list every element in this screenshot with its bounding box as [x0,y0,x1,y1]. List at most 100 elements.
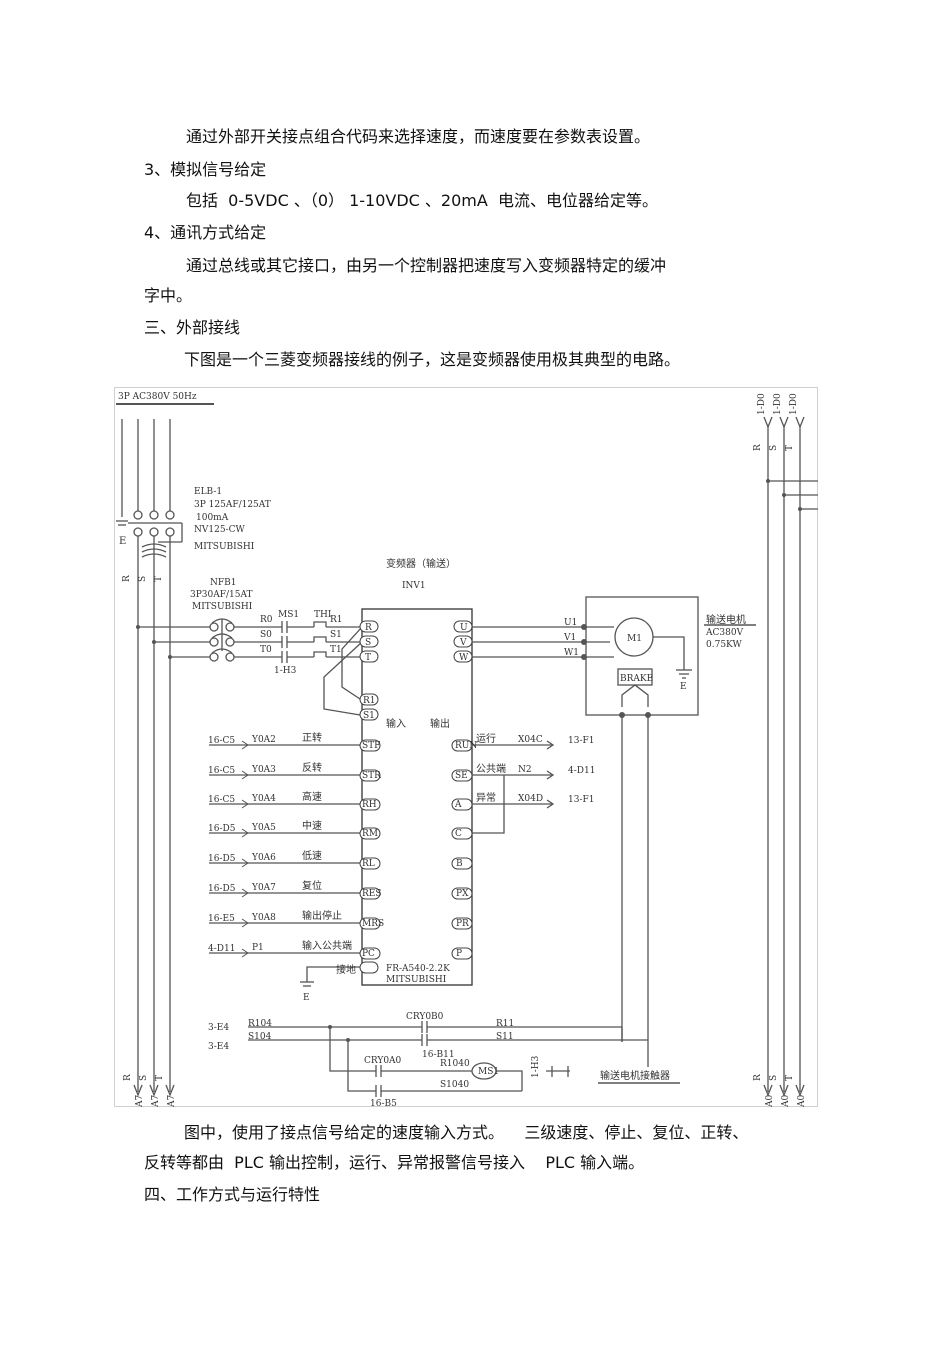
terminal-v: V [453,635,473,648]
terminal-u: U [453,620,473,633]
terminal-label: STF [362,741,380,751]
terminal [451,769,473,782]
inv-input-label-s1: S1 [330,630,342,640]
cry0a0-ref: 16-B5 [370,1099,397,1107]
ground-label-left: E [119,536,126,547]
phase-label-r: R [122,575,132,582]
input-address: Y0A7 [251,883,276,893]
bus-bottom-phase-s: S [769,1075,779,1081]
terminal [359,827,381,840]
elb-line-4: MITSUBISHI [194,542,255,552]
paragraph-figure-explanation: 图中，使用了接点信号给定的速度输入方式。 三级速度、停止、复位、正转、 [184,1123,749,1142]
cry0a0-label: CRY0A0 [364,1056,402,1066]
nfb-line-0: NFB1 [210,578,236,588]
arrow-icon [241,770,249,780]
motor-voltage: AC380V [705,628,744,638]
wiring-diagram: 3P AC380V 50Hz ELB-1 3P 125AF/125AT 100m… [114,387,818,1107]
control-line-r104: R104 [248,1019,272,1029]
output-function: 公共端 [476,762,506,775]
terminal-label: RM [362,829,378,839]
cry0b0-ref: 16-B11 [422,1050,455,1060]
terminal-t: T [359,650,379,663]
bus-bottom-right-1: A0 [765,1095,775,1107]
terminal-label: RL [362,859,375,869]
svg-text:PX: PX [456,889,469,899]
left-bottom-phase-t: T [155,1075,165,1081]
svg-text:S: S [365,638,371,648]
terminal [451,798,473,811]
motor-line-w1: W1 [564,648,579,658]
terminal-label: C [455,829,462,839]
wiring [116,403,818,1097]
output-ref: 13-F1 [568,736,594,746]
terminal-s: S [359,635,379,648]
nfb-line-2: MITSUBISHI [192,602,253,612]
inv-input-label-t1: T1 [330,645,342,655]
motor-power: 0.75KW [706,640,742,650]
figure-frame [114,387,818,1107]
input-address: Y0A8 [251,913,276,923]
coil-line-r1040: R1040 [440,1059,470,1069]
svg-text:P: P [456,949,462,959]
input-address: Y0A6 [251,853,276,863]
terminal [359,739,381,752]
line-label-r0: R0 [260,615,273,625]
output-function: 异常 [476,791,496,804]
terminal-s1: S1 [359,708,379,721]
input-address: Y0A4 [251,794,276,804]
inv-input-label-r1: R1 [330,615,343,625]
input-function: 输入公共端 [302,939,352,952]
bus-bottom-left-2: A7 [151,1095,161,1107]
input-ref: 16-C5 [208,736,235,746]
terminal-label: RES [362,889,382,899]
svg-text:T: T [365,653,371,663]
terminal [451,739,473,752]
inverter-maker: MITSUBISHI [386,975,447,985]
svg-text:V: V [459,638,467,648]
terminal-label: RUN [455,741,477,751]
terminal [359,857,381,870]
contact-ref: 1-H3 [531,1055,541,1078]
paragraph-figure-explanation-cont: 反转等都由 PLC 输出控制，运行、异常报警信号接入 PLC 输入端。 [144,1153,645,1172]
supply-label: 3P AC380V 50Hz [118,392,197,402]
bus-top-2: 1-D0 [773,393,783,415]
thermal-relay-label: THI [314,610,332,620]
terminal-label: PC [362,949,375,959]
ms1-ref: 1-H3 [274,666,297,676]
inverter-output-label: 输出 [430,717,450,730]
terminal-p: P [451,947,473,960]
bus-bottom-left-3: A7 [167,1095,177,1107]
motor-line-u1: U1 [564,618,577,628]
elb-line-2: 100mA [196,513,229,523]
input-ref: 16-C5 [208,795,235,805]
input-function: 反转 [302,761,322,774]
phase-label-t: T [154,576,164,582]
arrow-icon [241,740,249,750]
svg-text:PR: PR [456,919,469,929]
output-function: 运行 [476,732,496,745]
coil-ms1: MS1 [478,1067,499,1077]
bus-bottom-phase-r: R [753,1074,763,1081]
input-address: Y0A2 [251,735,276,745]
input-function: 复位 [302,879,322,892]
arrow-icon [241,948,249,958]
input-address: Y0A5 [251,823,276,833]
input-ref: 16-E5 [208,914,235,924]
terminal [359,798,381,811]
bus-bottom-left-1: A7 [135,1095,145,1107]
control-line-s11: S11 [496,1032,514,1042]
bus-top-1: 1-D0 [757,393,767,415]
output-ref: 4-D11 [568,766,595,776]
motor-line-v1: V1 [563,633,576,643]
arrow-icon [241,828,249,838]
cry0b0-label: CRY0B0 [406,1012,444,1022]
bus-bottom-right-2: A0 [781,1095,791,1107]
svg-text:R: R [365,623,372,633]
